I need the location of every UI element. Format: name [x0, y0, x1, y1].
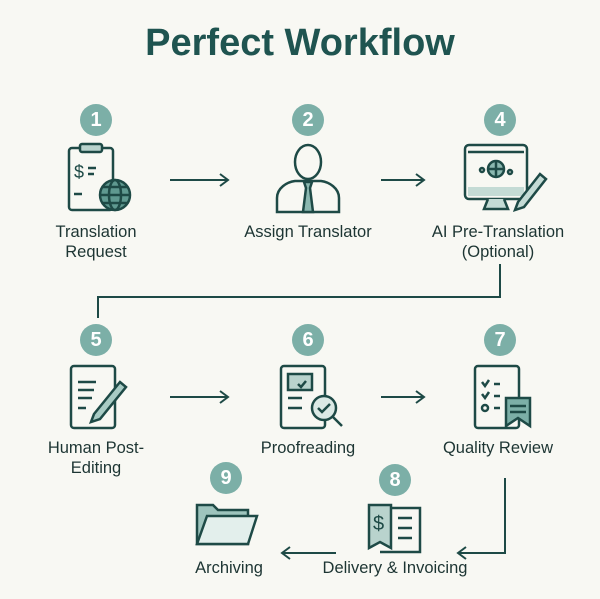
step-label-7: Quality Review: [442, 439, 554, 457]
arrow-2-4: [381, 173, 426, 187]
svg-text:$: $: [373, 513, 384, 535]
step-label-5: Human Post-Editing: [47, 439, 145, 477]
checklist-icon: [473, 364, 532, 430]
step-label-2: Assign Translator: [244, 223, 372, 241]
document-pen-icon: [69, 364, 128, 430]
step-badge-2: 2: [292, 104, 324, 136]
arrow-1-2: [170, 173, 230, 187]
monitor-pen-icon: [463, 143, 548, 213]
clipboard-globe-icon: $: [67, 142, 132, 212]
step-label-8: Delivery & Invoicing: [322, 559, 468, 577]
step-badge-9: 9: [210, 462, 242, 494]
arrow-5-6: [170, 390, 230, 404]
document-magnifier-icon: [279, 364, 343, 430]
connector-4-5: [97, 264, 501, 318]
invoice-icon: $: [367, 503, 422, 554]
step-badge-4: 4: [484, 104, 516, 136]
page-title: Perfect Workflow: [145, 22, 455, 64]
person-icon: [275, 143, 341, 214]
step-badge-6: 6: [292, 324, 324, 356]
step-label-4: AI Pre-Translation(Optional): [431, 223, 565, 261]
step-badge-7: 7: [484, 324, 516, 356]
step-badge-5: 5: [80, 324, 112, 356]
step-label-9: Archiving: [195, 559, 263, 577]
step-badge-8: 8: [379, 464, 411, 496]
arrow-6-7: [381, 390, 426, 404]
arrow-8-9: [280, 546, 336, 560]
svg-text:$: $: [74, 162, 84, 182]
folder-icon: [195, 503, 259, 546]
step-label-6: Proofreading: [260, 439, 356, 457]
arrow-7-8: [456, 478, 506, 560]
step-badge-1: 1: [80, 104, 112, 136]
